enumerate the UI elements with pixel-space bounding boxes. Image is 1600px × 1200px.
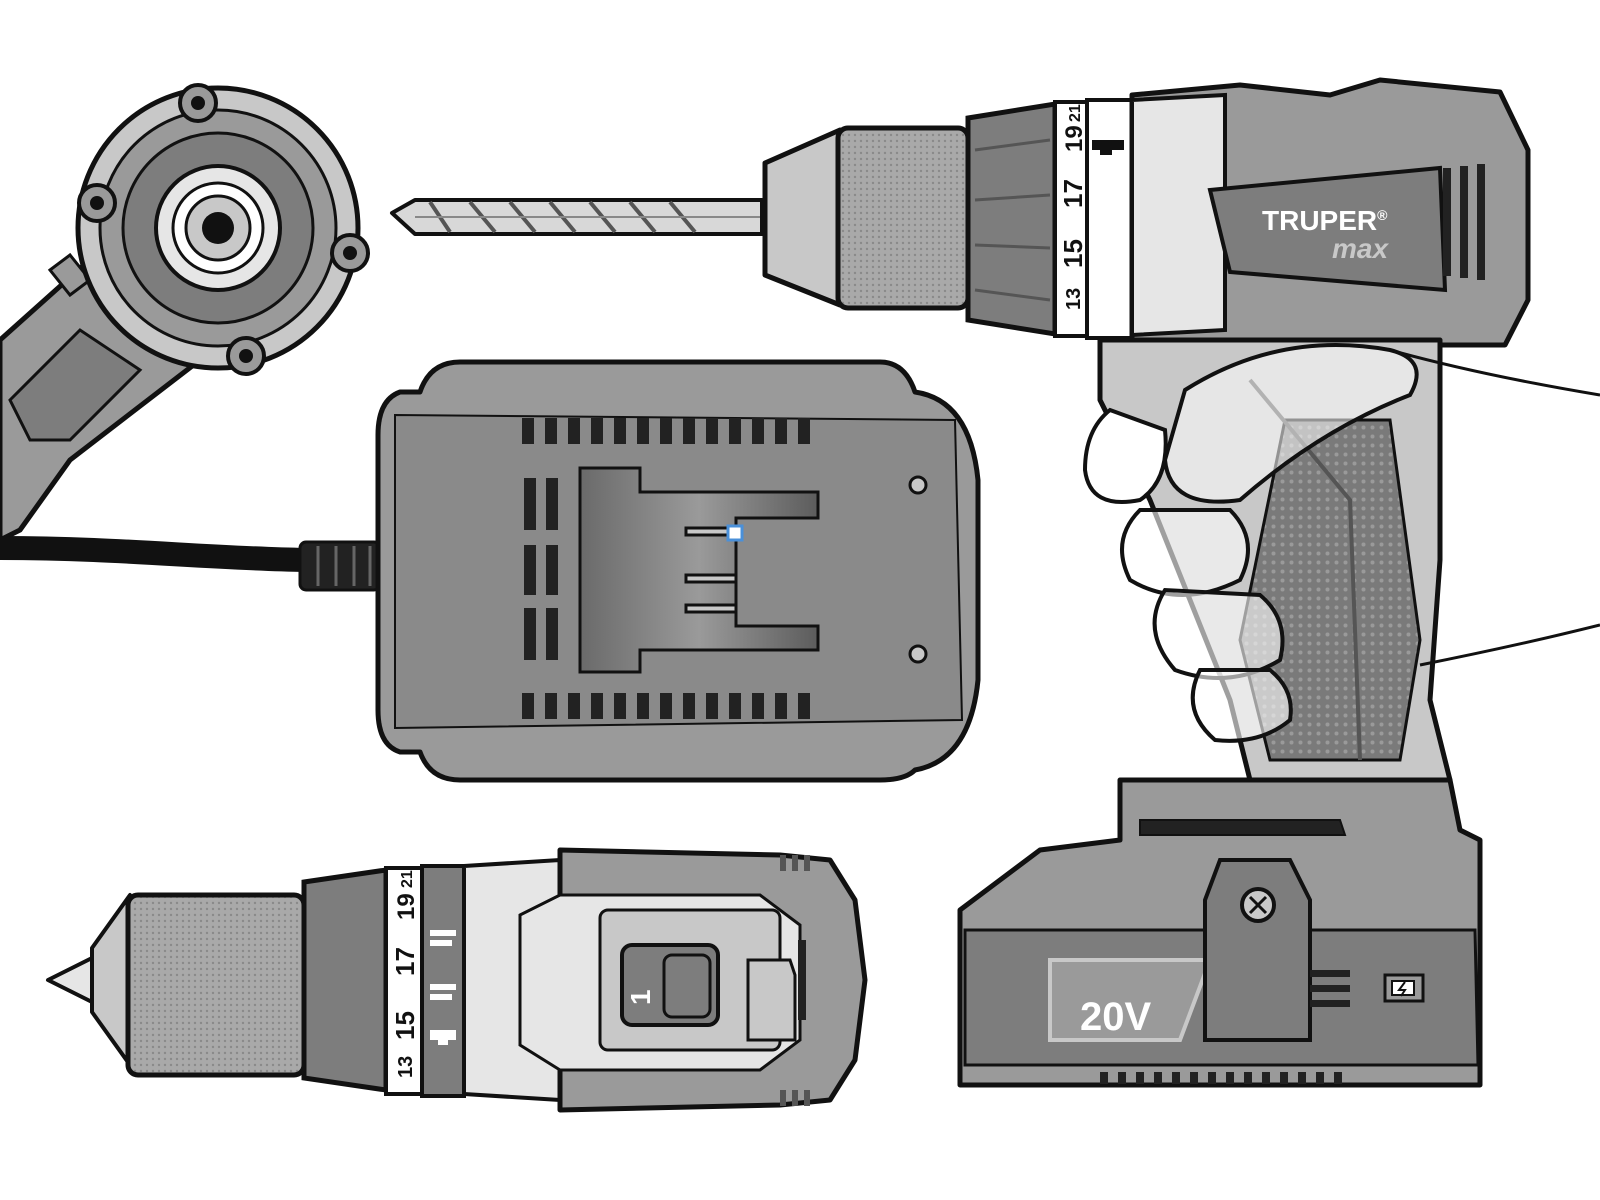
- battery-voltage-plate: [1048, 958, 1213, 1042]
- brand-sub: max: [1332, 233, 1389, 264]
- drill-front-view: [0, 83, 370, 543]
- charger-vents-bottom: [522, 693, 810, 719]
- drill-side-view: 13 15 17 19 21 TRUPER® max: [390, 77, 1600, 1088]
- torque-mark: 13: [1063, 288, 1085, 310]
- top-view-torque-collar: [301, 867, 389, 1093]
- speed-selector-switch[interactable]: [662, 953, 712, 1019]
- hand-finger: [1190, 668, 1293, 743]
- motor-vents: [1443, 164, 1485, 280]
- charger-screw-hole: [908, 475, 928, 495]
- strain-relief-ribs: [316, 546, 372, 586]
- chuck-nose: [762, 127, 843, 308]
- front-view-screw: [77, 183, 117, 223]
- forward-reverse-icon: [746, 940, 806, 1042]
- charger-cord: [0, 536, 317, 572]
- screw-icon: [430, 930, 456, 946]
- torque-mark: 21: [399, 870, 416, 888]
- mode-ring: [1085, 98, 1134, 340]
- torque-mark: 13: [395, 1056, 417, 1078]
- chuck-bore: [202, 212, 234, 244]
- speed-selector-label: 1: [625, 989, 656, 1005]
- drill-bit-icon: [390, 198, 764, 236]
- torque-mark: 15: [390, 1011, 420, 1040]
- charger-contacts: [684, 526, 738, 614]
- battery-release-slots: [1310, 970, 1350, 1007]
- battery-top-rail: [1139, 819, 1347, 836]
- cord-strain-relief: [298, 540, 382, 592]
- hand-thumb: [1162, 343, 1419, 504]
- torque-mark: 15: [1058, 239, 1088, 268]
- charger-vents-top: [522, 418, 810, 444]
- torque-scale-ring: [1053, 100, 1089, 338]
- torque-mark: 19: [393, 893, 420, 920]
- drill-top-view: 13 15 17 19 21 1: [46, 847, 868, 1113]
- front-view-handle-panel: [8, 328, 143, 442]
- battery-voltage-label: 20V: [1080, 995, 1151, 1039]
- hand-finger: [1152, 587, 1285, 680]
- chuck-sleeve: [835, 125, 971, 311]
- battery-charge-icon: [1383, 973, 1425, 1003]
- hand-finger: [1120, 508, 1250, 597]
- selection-handle[interactable]: [726, 524, 744, 542]
- charger-vents-side: [524, 478, 558, 660]
- top-view-bit-tip: [46, 956, 94, 1004]
- torque-collar-ridges: [974, 138, 1051, 302]
- front-view-screw: [178, 83, 218, 123]
- hammer-icon: [1092, 140, 1124, 155]
- torque-mark: 17: [390, 947, 420, 976]
- top-view-chuck-sleeve: [125, 892, 307, 1078]
- belt-clip: [1203, 858, 1312, 1042]
- torque-mark: 17: [1058, 179, 1088, 208]
- front-view-head: [75, 85, 361, 371]
- top-view-mode-ring: [420, 864, 466, 1098]
- battery-charger: [0, 359, 981, 783]
- torque-mark: 21: [1067, 104, 1084, 122]
- brand-name: TRUPER®: [1262, 205, 1388, 236]
- hand-holding-drill: [1082, 343, 1600, 743]
- hand-finger: [1082, 407, 1168, 504]
- hammer-icon: [430, 1030, 456, 1045]
- brand-badge: [1207, 165, 1448, 293]
- gearbox-cover: [1130, 92, 1227, 338]
- battery-slot: [578, 466, 820, 674]
- front-view-screw: [226, 336, 266, 376]
- torque-mark: 19: [1061, 125, 1088, 152]
- top-view-rear-vents: [780, 855, 810, 1106]
- hand-wrist: [1389, 348, 1600, 667]
- top-view-chuck-nose: [90, 893, 132, 1067]
- belt-clip-screw: [1240, 887, 1276, 923]
- front-view-screw: [330, 233, 370, 273]
- charger-screw-hole: [908, 644, 928, 664]
- battery-base-vents: [1100, 1072, 1342, 1084]
- screw-icon: [430, 984, 456, 1000]
